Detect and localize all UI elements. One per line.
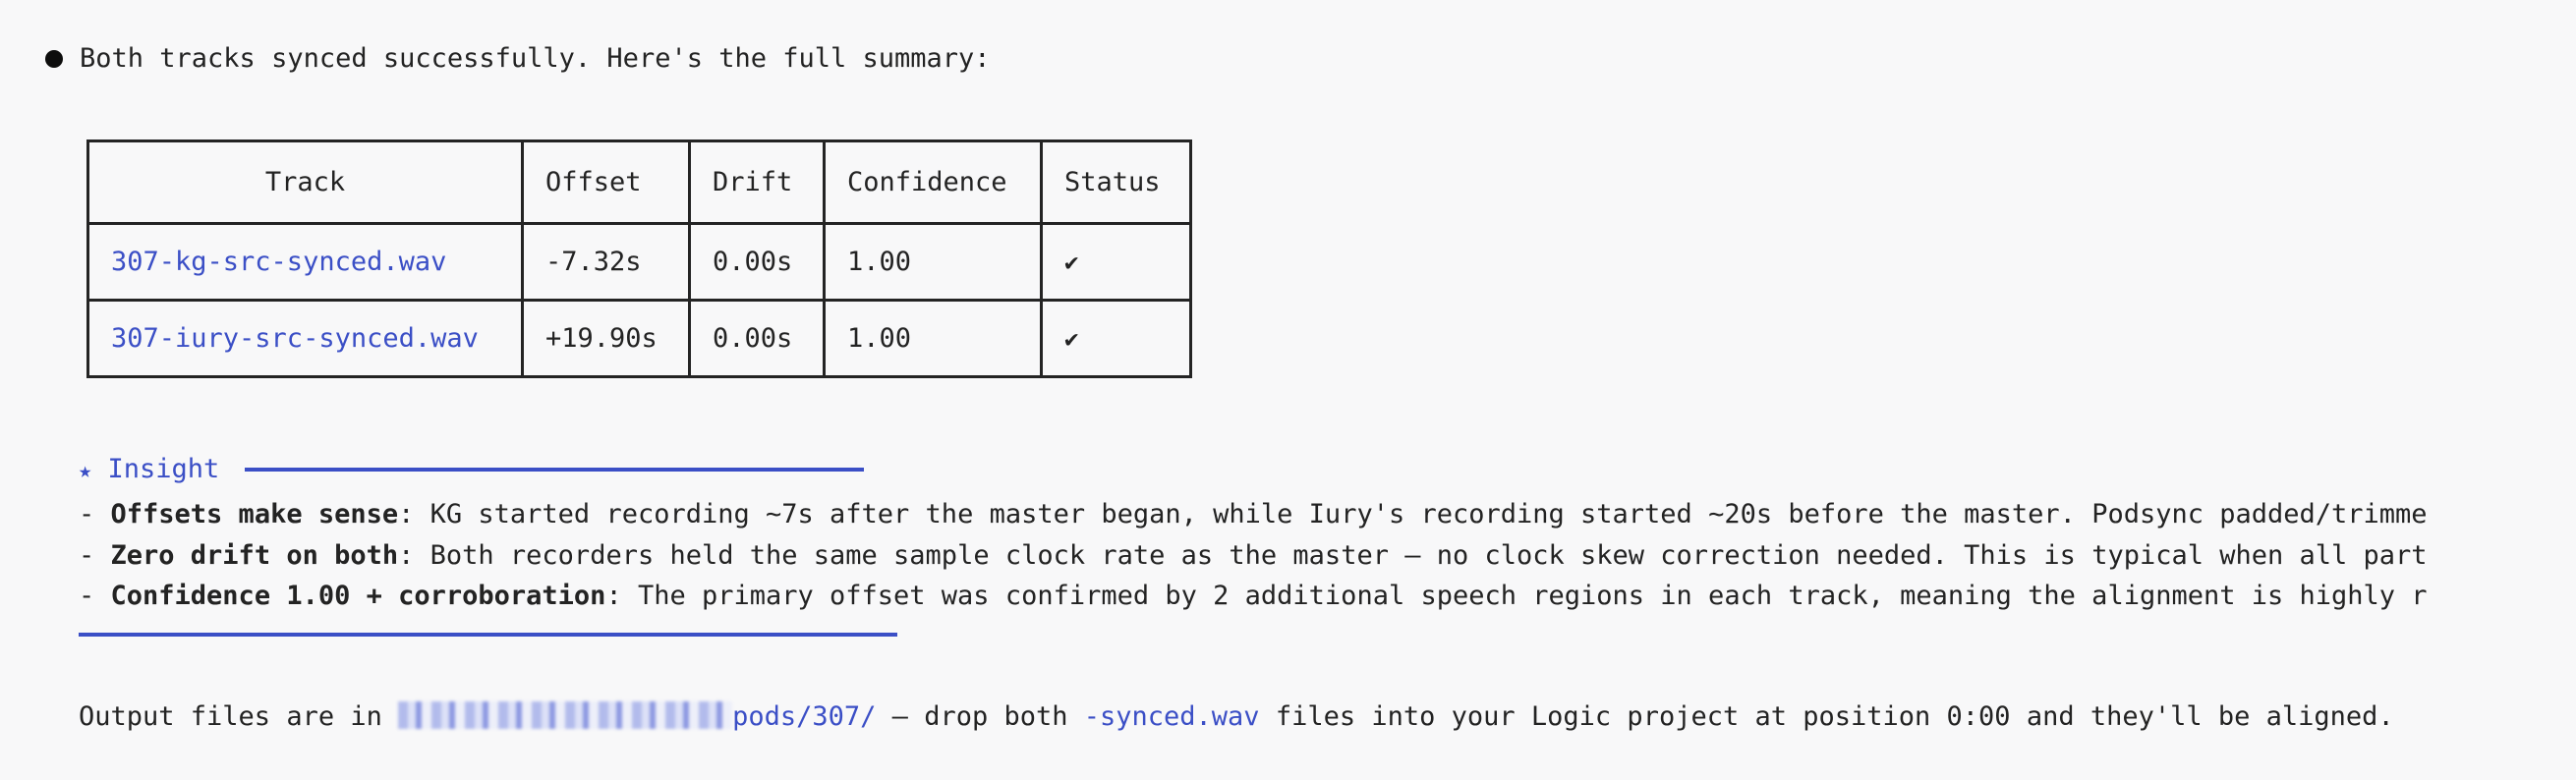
sync-summary-table: Track Offset Drift Confidence Status 307… <box>86 139 1192 378</box>
insight-list: - Offsets make sense: KG started recordi… <box>79 494 2576 617</box>
status-cell: ✔ <box>1040 222 1192 302</box>
offset-cell: +19.90s <box>521 299 691 378</box>
output-path-link[interactable]: pods/307/ <box>732 701 877 732</box>
list-dash: - <box>79 499 111 529</box>
insight-item-label: Confidence 1.00 + corroboration <box>110 581 606 611</box>
insight-header: ★ Insight <box>79 452 219 489</box>
header-drift: Drift <box>688 139 826 225</box>
output-middle: — drop both <box>876 701 1084 732</box>
synced-file-pattern: -synced.wav <box>1083 701 1260 732</box>
message-bullet-icon <box>45 50 63 68</box>
star-icon: ★ <box>79 459 92 483</box>
header-status: Status <box>1040 139 1192 225</box>
insight-item: - Zero drift on both: Both recorders hel… <box>79 535 2576 577</box>
insight-title: Insight <box>107 454 220 484</box>
table-header-row: Track Offset Drift Confidence Status <box>86 139 1192 225</box>
output-prefix: Output files are in <box>79 701 399 732</box>
header-offset: Offset <box>521 139 691 225</box>
track-file-link[interactable]: 307-kg-src-synced.wav <box>111 247 447 277</box>
output-location-line: Output files are in pods/307/ — drop bot… <box>79 699 2394 735</box>
redacted-path-segment <box>398 701 733 729</box>
list-dash: - <box>79 581 111 611</box>
status-cell: ✔ <box>1040 299 1192 378</box>
table-row: 307-iury-src-synced.wav +19.90s 0.00s 1.… <box>86 299 1192 378</box>
drift-cell: 0.00s <box>688 222 826 302</box>
offset-cell: -7.32s <box>521 222 691 302</box>
table-row: 307-kg-src-synced.wav -7.32s 0.00s 1.00 … <box>86 222 1192 302</box>
insight-item-text: : The primary offset was confirmed by 2 … <box>605 581 2428 611</box>
insight-item-text: : Both recorders held the same sample cl… <box>398 539 2428 571</box>
drift-cell: 0.00s <box>688 299 826 378</box>
insight-bottom-divider <box>79 633 897 637</box>
output-end: files into your Logic project at positio… <box>1259 701 2394 732</box>
header-confidence: Confidence <box>823 139 1043 225</box>
confidence-cell: 1.00 <box>823 299 1043 378</box>
checkmark-icon: ✔ <box>1064 325 1079 353</box>
insight-item-text: : KG started recording ~7s after the mas… <box>398 499 2428 529</box>
insight-top-divider <box>245 468 864 472</box>
summary-heading: Both tracks synced successfully. Here's … <box>80 43 991 74</box>
track-cell: 307-iury-src-synced.wav <box>86 299 524 378</box>
checkmark-icon: ✔ <box>1064 249 1079 276</box>
insight-item-label: Offsets make sense <box>110 499 399 529</box>
insight-item: - Confidence 1.00 + corroboration: The p… <box>79 576 2576 617</box>
track-file-link[interactable]: 307-iury-src-synced.wav <box>111 323 479 354</box>
insight-item: - Offsets make sense: KG started recordi… <box>79 494 2576 535</box>
header-track: Track <box>86 139 524 225</box>
confidence-cell: 1.00 <box>823 222 1043 302</box>
insight-item-label: Zero drift on both <box>110 539 399 571</box>
list-dash: - <box>79 539 111 571</box>
track-cell: 307-kg-src-synced.wav <box>86 222 524 302</box>
